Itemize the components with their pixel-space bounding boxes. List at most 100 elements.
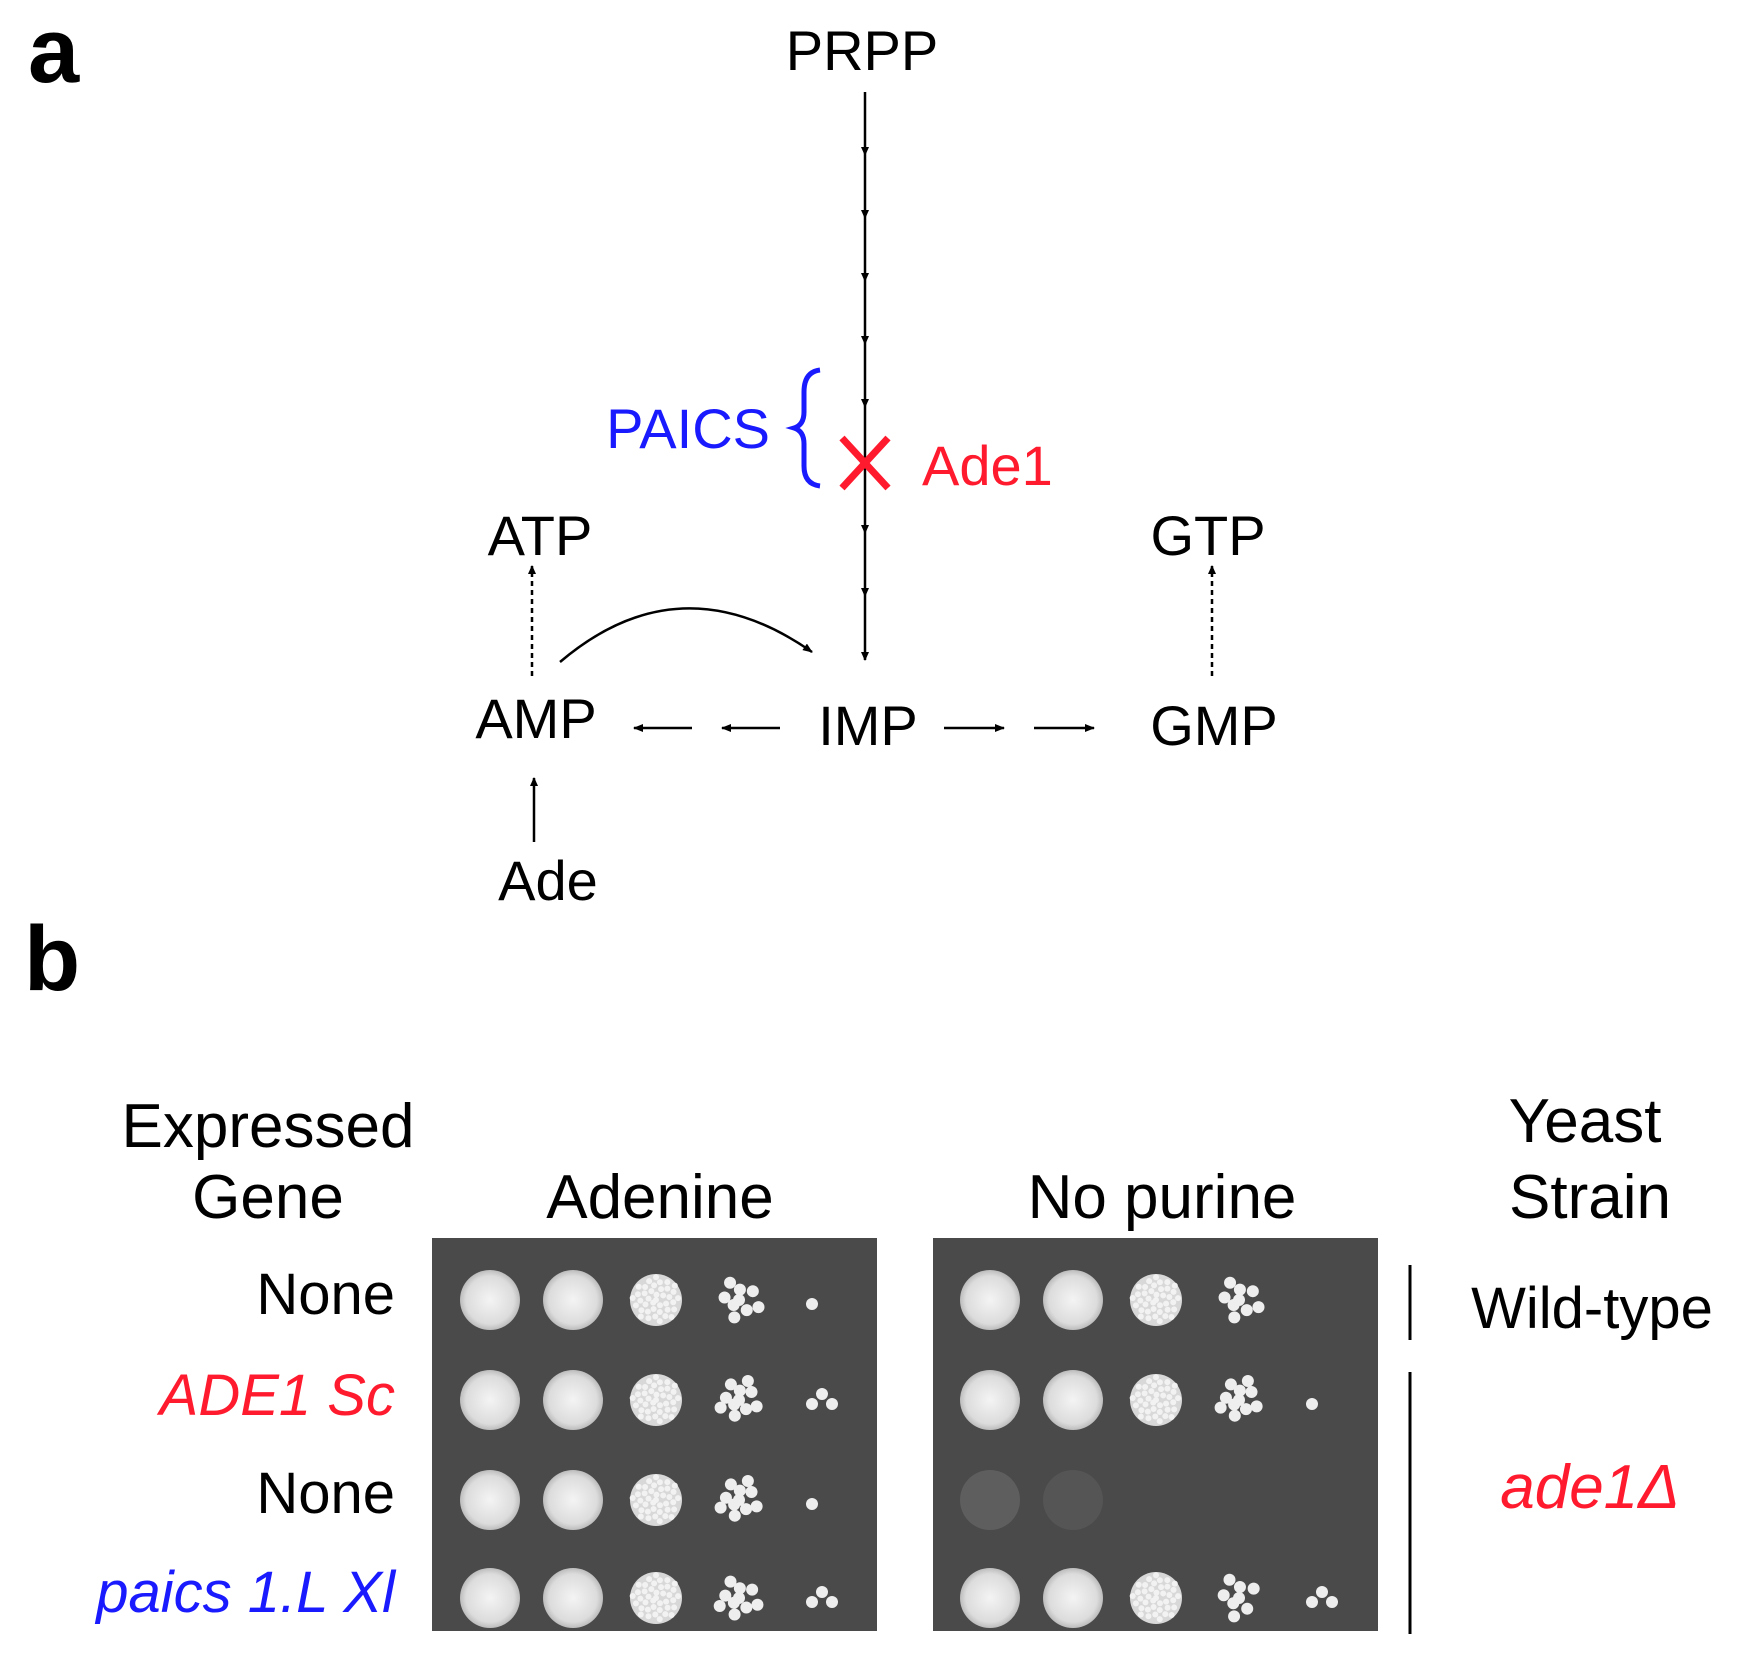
colony-texture-dot <box>664 1485 671 1492</box>
colony-texture-dot <box>1157 1302 1164 1309</box>
colony-texture-dot <box>1150 1597 1157 1604</box>
colony-spot <box>960 1370 1020 1430</box>
colony-dot <box>826 1596 838 1608</box>
colony-spots <box>460 1270 1338 1628</box>
colony-texture-dot <box>1170 1399 1177 1406</box>
colony-texture-dot <box>641 1490 648 1497</box>
colony-dot <box>1228 1311 1241 1324</box>
colony-dot <box>745 1386 758 1399</box>
colony-texture-dot <box>650 1603 657 1610</box>
colony-texture-dot <box>1142 1383 1149 1390</box>
colony-texture-dot <box>671 1306 678 1313</box>
colony-texture-dot <box>671 1282 678 1289</box>
colony-texture-dot <box>664 1306 671 1313</box>
colony-texture-dot <box>645 1315 652 1322</box>
colony-texture-dot <box>645 1593 652 1600</box>
colony-texture-dot <box>656 1509 663 1516</box>
colony-texture-dot <box>638 1407 645 1414</box>
colony-texture-dot <box>634 1291 641 1298</box>
colony-texture-dot <box>1152 1611 1159 1618</box>
colony-texture-dot <box>675 1295 682 1302</box>
colony-texture-dot <box>671 1604 678 1611</box>
colony-texture-dot <box>1164 1306 1171 1313</box>
colony-dot <box>1245 1386 1258 1399</box>
colony-texture-dot <box>648 1288 655 1295</box>
colony-dot <box>1240 1304 1253 1317</box>
node-atp: ATP <box>488 504 593 567</box>
colony-dot <box>752 1301 765 1314</box>
colony-texture-dot <box>632 1402 639 1409</box>
colony-texture-dot <box>635 1383 642 1390</box>
colony-texture-dot <box>1157 1402 1164 1409</box>
colony-texture-dot <box>1156 1279 1163 1286</box>
colony-texture-dot <box>668 1514 675 1521</box>
colony-texture-dot <box>656 1479 663 1486</box>
colony-texture-dot <box>666 1294 673 1301</box>
colony-texture-dot <box>648 1586 655 1593</box>
colony-texture-dot <box>652 1513 659 1520</box>
colony-dot <box>733 1283 746 1296</box>
node-imp: IMP <box>818 694 918 757</box>
colony-texture-dot <box>670 1488 677 1495</box>
colony-texture-dot <box>670 1399 677 1406</box>
strain-label-ade1-delta: ade1Δ <box>1500 1453 1680 1522</box>
colony-texture-dot <box>1148 1288 1155 1295</box>
colony-texture-dot <box>1145 1295 1152 1302</box>
colony-texture-dot <box>1138 1407 1145 1414</box>
colony-texture-dot <box>646 1576 653 1583</box>
colony-texture-dot <box>1175 1295 1182 1302</box>
colony-texture-dot <box>1160 1392 1167 1399</box>
colony-texture-dot <box>629 1592 636 1599</box>
colony-texture-dot <box>670 1288 677 1295</box>
colony-dot <box>745 1486 758 1499</box>
colony-texture-dot <box>651 1482 658 1489</box>
colony-dot <box>746 1583 759 1596</box>
colony-spot <box>460 1568 520 1628</box>
colony-texture-dot <box>1144 1408 1151 1415</box>
colony-texture-dot <box>1141 1390 1148 1397</box>
node-prpp: PRPP <box>786 19 939 82</box>
colony-texture-dot <box>1166 1394 1173 1401</box>
colony-dot <box>718 1291 731 1304</box>
colony-texture-dot <box>664 1385 671 1392</box>
colony-dot <box>741 1474 754 1487</box>
colony-dot <box>806 1498 818 1510</box>
colony-dot <box>1252 1301 1265 1314</box>
colony-texture-dot <box>1160 1292 1167 1299</box>
colony-dot <box>740 1601 753 1614</box>
colony-texture-dot <box>648 1488 655 1495</box>
colony-dot <box>714 1501 727 1514</box>
colony-texture-dot <box>638 1307 645 1314</box>
colony-texture-dot <box>645 1295 652 1302</box>
colony-dot <box>728 1509 741 1522</box>
colony-texture-dot <box>658 1286 665 1293</box>
colony-texture-dot <box>1157 1600 1164 1607</box>
colony-dot <box>713 1599 726 1612</box>
colony-texture-dot <box>1129 1592 1136 1599</box>
colony-texture-dot <box>1162 1413 1169 1420</box>
colony-texture-dot <box>644 1508 651 1515</box>
colony-dot <box>741 1374 754 1387</box>
colony-texture-dot <box>637 1513 644 1520</box>
colony-dot <box>1250 1400 1263 1413</box>
colony-texture-dot <box>637 1313 644 1320</box>
colony-texture-dot <box>664 1604 671 1611</box>
colony-dot <box>1326 1596 1338 1608</box>
colony-texture-dot <box>1144 1308 1151 1315</box>
colony-texture-dot <box>644 1408 651 1415</box>
colony-texture-dot <box>1153 1589 1160 1596</box>
colony-dot <box>724 1378 737 1391</box>
colony-texture-dot <box>1134 1589 1141 1596</box>
colony-texture-dot <box>632 1600 639 1607</box>
colony-texture-dot <box>656 1577 663 1584</box>
colony-texture-dot <box>663 1400 670 1407</box>
colony-texture-dot <box>642 1283 649 1290</box>
colony-texture-dot <box>1163 1598 1170 1605</box>
colony-texture-dot <box>1171 1382 1178 1389</box>
colony-texture-dot <box>1164 1279 1171 1286</box>
colony-dot <box>750 1500 763 1513</box>
colony-texture-dot <box>657 1502 664 1509</box>
colony-texture-dot <box>675 1495 682 1502</box>
colony-texture-dot <box>1156 1616 1163 1623</box>
colony-texture-dot <box>1142 1599 1149 1606</box>
